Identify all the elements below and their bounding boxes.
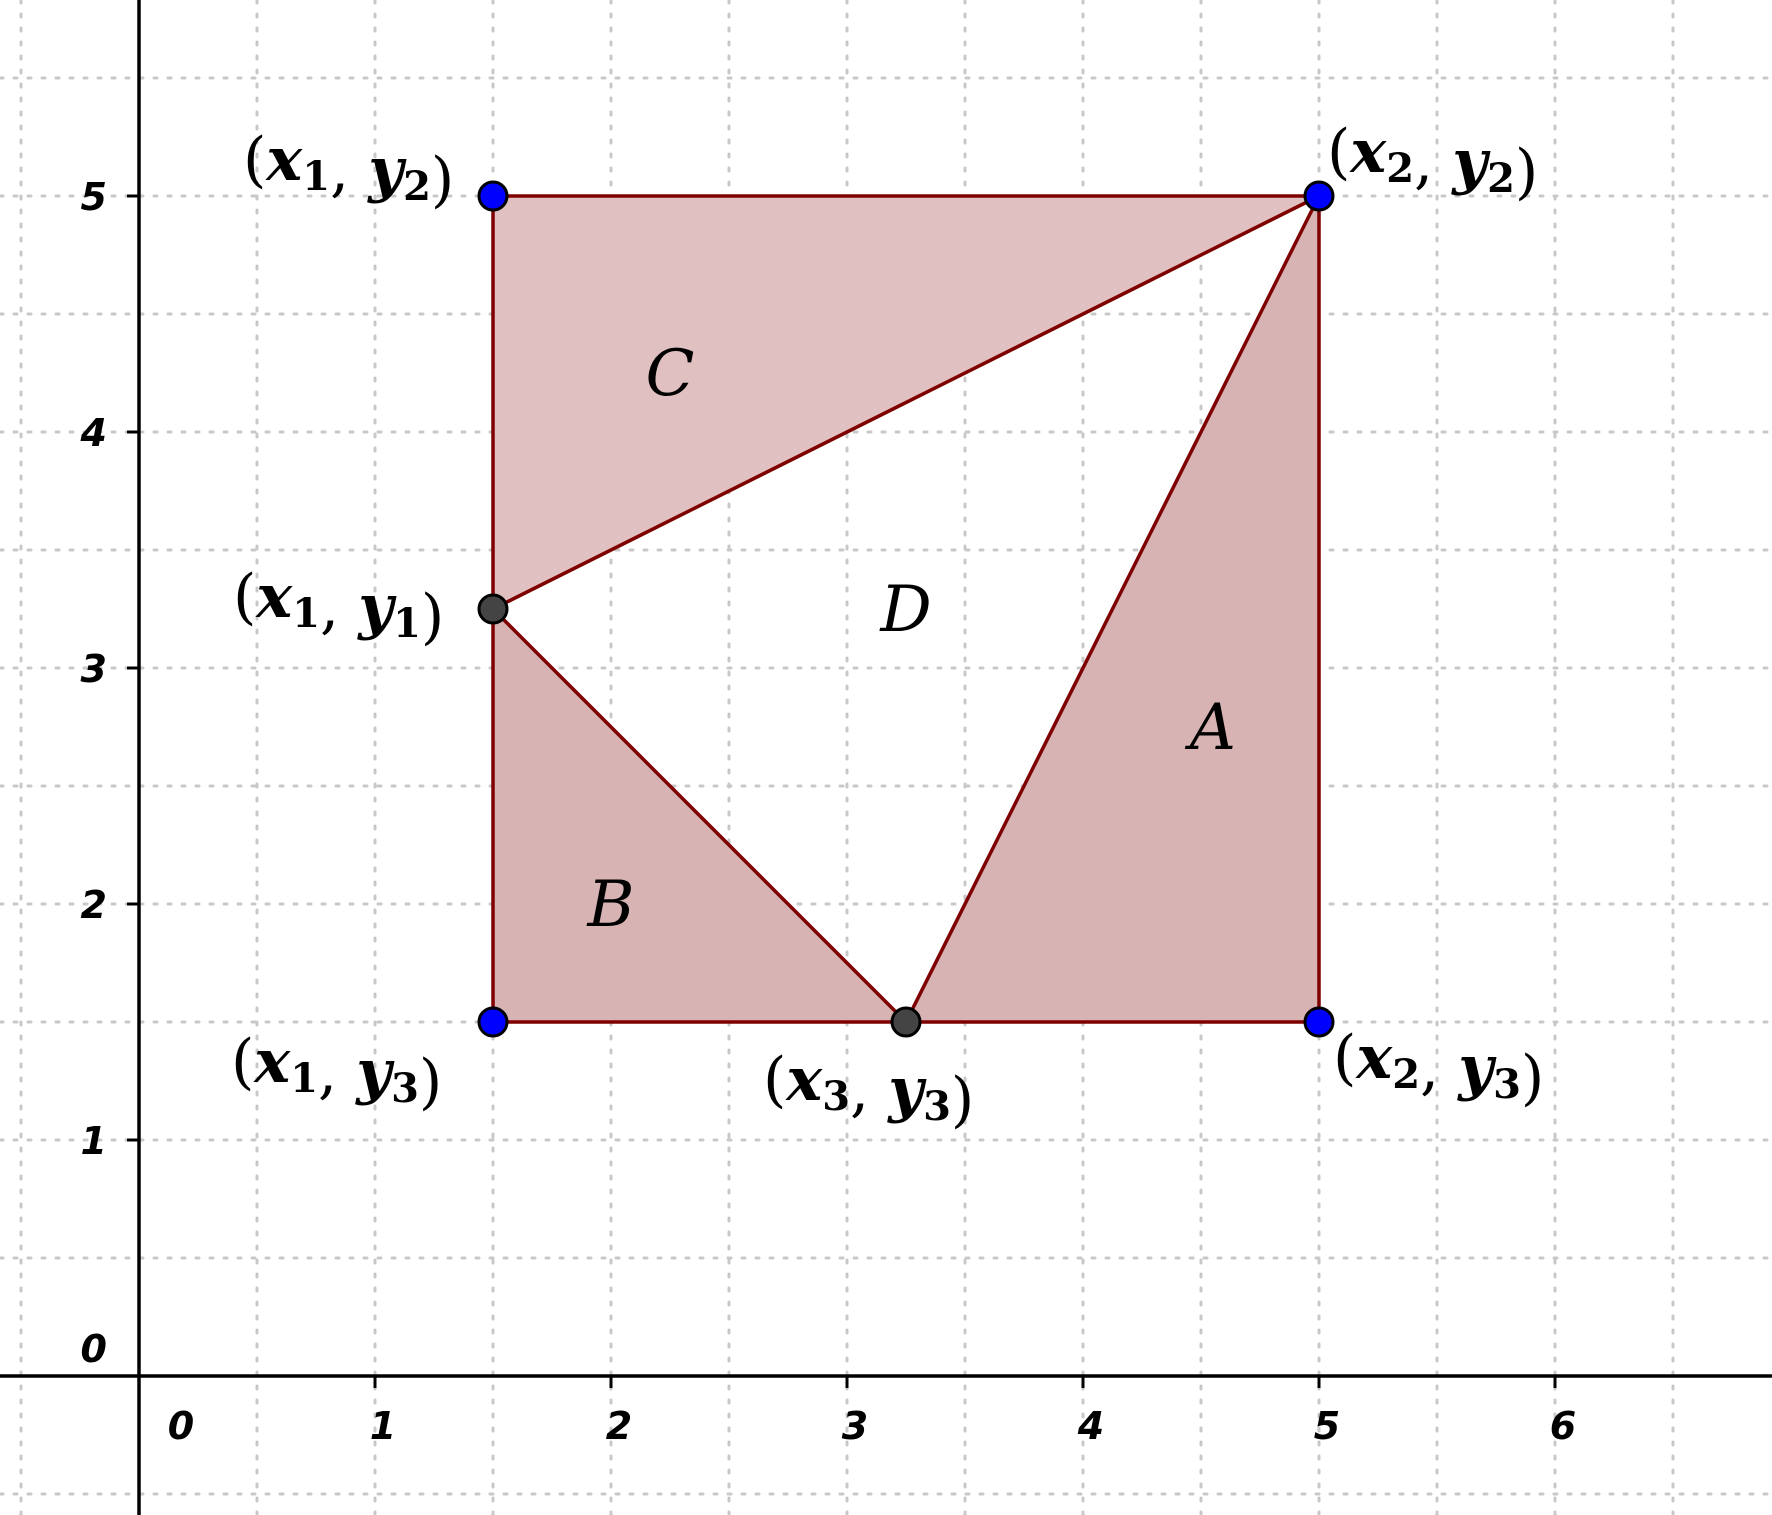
edge-x1y1-x3y3 [491, 607, 908, 1024]
region-label-a: A [1185, 691, 1236, 765]
region-label-c: C [646, 337, 695, 411]
x-tick-label: 5 [1314, 1404, 1340, 1448]
y-tick-label: 1 [81, 1119, 107, 1163]
x-tick-label: 4 [1077, 1404, 1104, 1448]
x-tick-label: 0 [168, 1404, 194, 1448]
point-labels: (x1, y2) (x2, y2) (x1, y1) (x1, y3) (x3, y3)… [231, 117, 1544, 1135]
y-tick-label: 4 [80, 411, 107, 455]
point-x1y1 [477, 593, 509, 625]
y-tick-label: 5 [81, 175, 107, 219]
point-x1y3 [477, 1006, 509, 1038]
region-label-b: B [586, 868, 634, 942]
point-label-x1y1: (x1, y1) [233, 562, 444, 652]
point-label-x3y3: (x3, y3) [763, 1045, 974, 1135]
point-label-x1y2: (x1, y2) [243, 125, 454, 215]
point-label-x1y3: (x1, y3) [231, 1027, 442, 1117]
y-tick-label: 0 [81, 1327, 107, 1371]
point-x2y3 [1303, 1006, 1335, 1038]
region-label-d: D [879, 573, 931, 647]
point-label-x2y2: (x2, y2) [1327, 117, 1538, 207]
region-labels: A B C D [586, 337, 1235, 942]
point-x2y2 [1303, 180, 1335, 212]
point-label-x2y3: (x2, y3) [1333, 1023, 1544, 1113]
tick-labels: 0 1 2 3 4 5 6 0 1 2 3 4 5 [80, 175, 1577, 1448]
x-tick-label: 2 [606, 1404, 632, 1448]
x-tick-label: 3 [842, 1404, 868, 1448]
y-tick-label: 2 [81, 883, 107, 927]
y-tick-label: 3 [81, 647, 107, 691]
points [477, 180, 1335, 1038]
x-tick-label: 1 [370, 1404, 396, 1448]
edge-x3y3-x2y2 [904, 195, 1321, 1023]
point-x3y3 [890, 1006, 922, 1038]
x-tick-label: 6 [1550, 1404, 1576, 1448]
point-x1y2 [477, 180, 509, 212]
edge-x1y1-x2y2 [492, 194, 1320, 611]
